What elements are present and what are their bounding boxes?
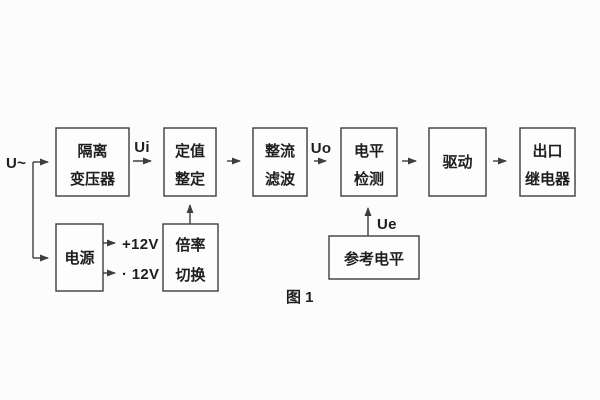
blocks <box>55 127 576 292</box>
ratio-switch-box <box>162 223 219 292</box>
reference-level-box <box>328 235 420 280</box>
output-relay-label-line1: 出口 <box>532 142 562 160</box>
reference-level-label: 参考电平 <box>344 250 404 268</box>
signal-labels: U~ Ui Uo Ue +12V · 12V 图 1 <box>6 139 397 306</box>
rectifier-filter-label-line2: 滤波 <box>265 170 296 188</box>
figure-caption: 图 1 <box>286 289 314 306</box>
driver-box <box>428 127 487 197</box>
setpoint-setting-label-line2: 整定 <box>175 170 205 188</box>
block-labels: 隔离 变压器 定值 整定 整流 滤波 电平 检测 驱动 出口 继电器 电源 倍率… <box>64 142 571 284</box>
rectifier-filter-label-line1: 整流 <box>265 142 295 160</box>
isolation-transformer-label-line2: 变压器 <box>70 170 116 188</box>
power-supply-label: 电源 <box>64 249 94 267</box>
level-detection-label-line1: 电平 <box>354 142 384 160</box>
output-relay-label-line2: 继电器 <box>525 170 571 188</box>
ratio-switch-label-line2: 切换 <box>175 266 206 284</box>
power-supply-box <box>55 223 104 292</box>
setpoint-setting-label-line1: 定值 <box>175 142 205 160</box>
rail-negative-label: · 12V <box>122 266 159 283</box>
input-signal-label: U~ <box>6 155 26 172</box>
rectifier-filter-box <box>252 127 308 197</box>
setpoint-setting-box <box>163 127 217 197</box>
level-detection-label-line2: 检测 <box>354 170 384 188</box>
ratio-switch-label-line1: 倍率 <box>175 236 205 254</box>
ui-signal-label: Ui <box>134 139 150 156</box>
driver-label: 驱动 <box>442 153 472 171</box>
rail-positive-label: +12V <box>122 236 159 253</box>
uo-signal-label: Uo <box>311 140 332 157</box>
isolation-transformer-box <box>55 127 130 197</box>
connectors <box>32 157 507 277</box>
level-detection-box <box>340 127 398 197</box>
output-relay-box <box>519 127 576 197</box>
ue-signal-label: Ue <box>377 216 397 233</box>
isolation-transformer-label-line1: 隔离 <box>77 142 107 160</box>
